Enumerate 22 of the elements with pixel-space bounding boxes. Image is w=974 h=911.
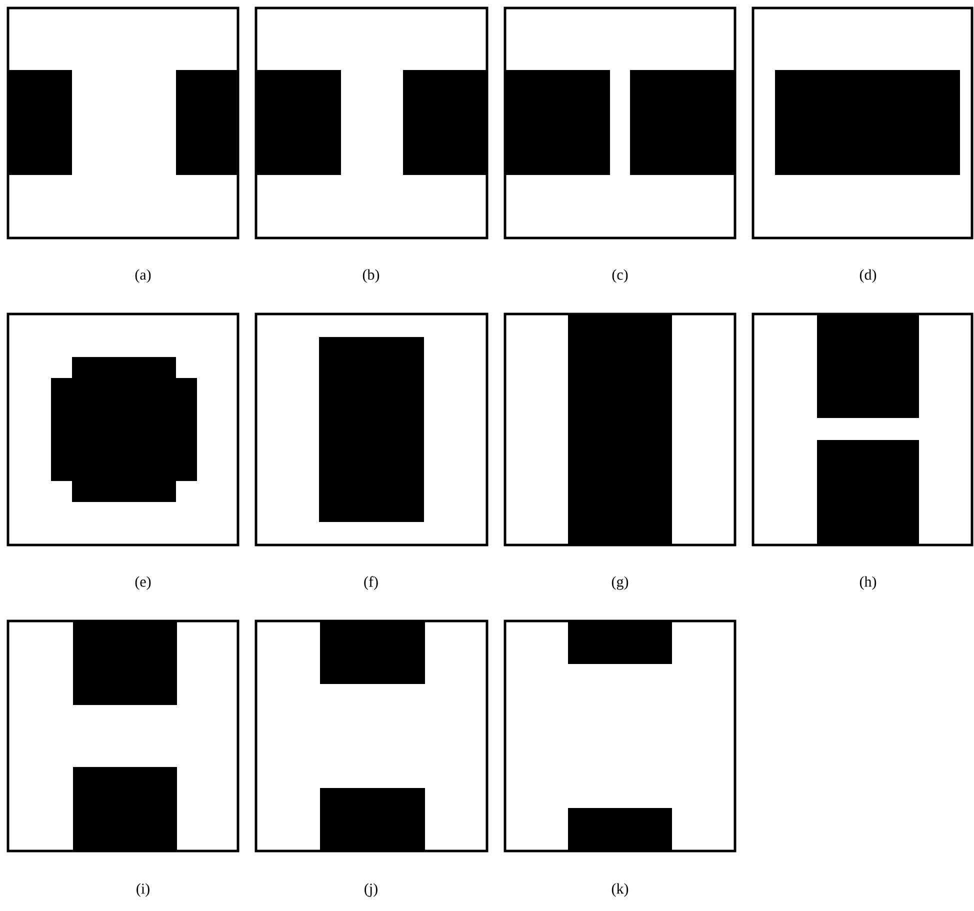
panel-caption: (i) [136,883,150,897]
panel-caption: (d) [860,269,876,283]
panel-frame [752,6,974,240]
panel-frame [504,312,736,546]
panel-frame [504,6,736,240]
panel-caption: (j) [364,883,378,897]
panel-caption: (e) [135,576,151,590]
panel-caption: (k) [612,883,628,897]
panel-caption: (h) [860,576,876,590]
panel-frame [6,6,240,240]
panel-frame [254,312,488,546]
panel-caption: (b) [362,269,380,283]
panel-frame [254,620,488,852]
panel-frame [6,620,240,852]
panel-caption: (g) [612,576,628,590]
panel-frame [752,312,974,546]
panel-frame [6,312,240,546]
panel-caption: (a) [135,269,151,283]
panel-frame [254,6,488,240]
panel-caption: (c) [612,269,628,283]
panel-frame [504,620,736,852]
panel-caption: (f) [364,576,378,590]
